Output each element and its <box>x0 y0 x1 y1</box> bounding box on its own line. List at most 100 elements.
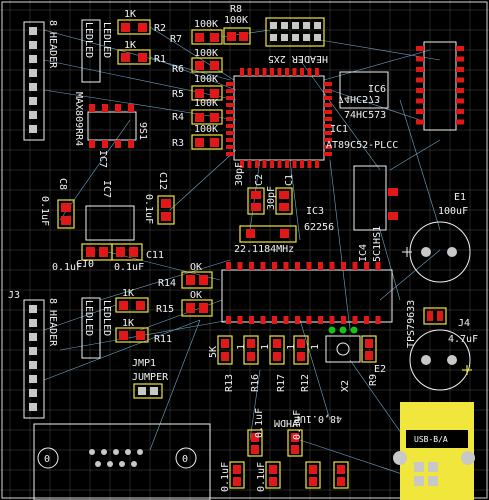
dip-pad <box>416 56 424 62</box>
resistor-5k-value: 5K <box>208 346 219 358</box>
led-array-1-label: LEDLED <box>83 22 94 58</box>
r8-value: 100K <box>224 15 248 26</box>
capacitor-c12: C12 0.1uF <box>143 172 175 225</box>
ratsnest-line <box>149 319 201 451</box>
ic1-pad <box>324 117 332 121</box>
ic1-pad <box>226 103 234 107</box>
ic1-pad <box>315 68 319 76</box>
ratsnest-line <box>379 249 441 301</box>
ratsnest-line <box>399 99 441 231</box>
ic3-pad <box>260 316 266 324</box>
dip-pad <box>416 67 424 72</box>
ratsnest-line <box>329 89 421 121</box>
capacitor-c2: 30pF C2 <box>234 162 265 215</box>
bottom-cap-value-f: 0.1uF <box>292 410 303 440</box>
ic1-pads <box>226 68 332 168</box>
ic1-pad <box>226 96 234 100</box>
ic1-pad <box>255 160 259 168</box>
capacitor-c8: C8 0.1uF <box>39 178 75 229</box>
resistor-r10: 1K <box>115 288 149 313</box>
ic-regulator-label: IC7 <box>101 180 112 198</box>
usb-label: USB-B/A <box>414 435 448 444</box>
resistor-r4: R4 100K <box>172 98 223 125</box>
ic1-pad <box>300 68 304 76</box>
ic3-pad <box>364 316 369 324</box>
ic1-plcc: IC1 AT89C52-PLCC <box>226 68 398 168</box>
c10-label: C10 <box>76 257 94 268</box>
ratsnest-line <box>289 159 301 241</box>
ic3-pad <box>295 316 300 324</box>
ic3-pad <box>352 316 358 324</box>
ic1-pad <box>292 68 297 76</box>
regulator-tps: TPS79633 <box>406 300 447 348</box>
crystal-freq: 22.1184MHz <box>234 244 294 255</box>
ic3-pad <box>341 316 346 324</box>
ic1-pad <box>292 160 297 168</box>
led-array-2-label: LEDLED <box>83 300 94 336</box>
ic3-part: 62256 <box>304 222 334 233</box>
ic1-pad <box>262 160 267 168</box>
j1-header-label: 8 HEADER <box>47 20 58 69</box>
dip-pad <box>416 77 424 83</box>
ic3-sram: IC3 62256 <box>221 206 393 324</box>
ic3-pad <box>260 262 266 270</box>
ic1-pad <box>226 145 234 149</box>
ic1-pad <box>324 110 332 114</box>
resistor-r3: R3 100K <box>172 124 223 150</box>
ratsnest-line <box>149 26 235 81</box>
dip-pad <box>456 109 464 114</box>
ic1-pad <box>285 68 289 76</box>
r1-label: R1 <box>154 54 166 65</box>
resistor-r8: R8 100K <box>223 4 251 45</box>
ratsnest-line <box>389 139 441 171</box>
resistor-r5: R5 100K <box>172 74 223 101</box>
ratsnest-line <box>43 319 201 381</box>
r4-label: R4 <box>172 112 184 123</box>
r6-value: 100K <box>194 48 218 59</box>
ic1-pad <box>226 89 234 93</box>
ic1-pad <box>270 160 274 168</box>
ic1-pad <box>262 68 267 76</box>
ratsnest-line <box>299 59 381 171</box>
ic1-pad <box>324 152 332 156</box>
r1-value: 1K <box>124 40 136 51</box>
ic1-pad <box>324 89 332 93</box>
c11-label: C11 <box>146 250 164 261</box>
ic1-pad <box>324 96 332 100</box>
ratsnest-line <box>169 149 237 211</box>
dip-right <box>416 41 464 131</box>
r6-label: R6 <box>172 64 184 75</box>
bottom-cap-value-h: 0.1uF <box>256 462 267 492</box>
ic1-pad <box>324 124 332 128</box>
resistor-r6: R6 100K <box>172 48 223 75</box>
ratsnest-line <box>299 319 331 421</box>
ic1-pad <box>226 138 234 142</box>
r8-label: R8 <box>230 4 242 15</box>
resistor-r9: R9 <box>361 335 379 386</box>
ic-regulator: IC7 <box>85 180 135 241</box>
x2-label: X2 <box>340 380 351 392</box>
ic3-pad <box>226 316 231 324</box>
ic1-pad <box>226 124 234 128</box>
resistor-r2: 1K R2 <box>117 9 166 35</box>
ic6-name: IC6 <box>368 84 386 95</box>
dip-pad <box>416 109 424 114</box>
ic1-pad <box>324 131 332 135</box>
row-one-d: 1 <box>310 344 321 350</box>
ratsnest-line <box>323 49 431 81</box>
ic1-pad <box>307 68 312 76</box>
usb-connector: USB-B/A <box>393 402 475 500</box>
bottom-caps-label-2: VHDM <box>274 417 298 428</box>
row-one-b: 1 <box>260 344 271 350</box>
ic3-pad <box>283 316 289 324</box>
capacitor-c10: C10 0.1uF <box>52 243 113 273</box>
ic1-pad <box>226 131 234 135</box>
r16-label: R16 <box>250 374 261 392</box>
capacitor-e2: E2 <box>374 364 386 375</box>
dip-pad <box>456 67 464 72</box>
db9-zero-a: 0 <box>44 454 50 465</box>
ratsnest-line <box>99 259 231 301</box>
c1-label: C1 <box>284 174 295 186</box>
